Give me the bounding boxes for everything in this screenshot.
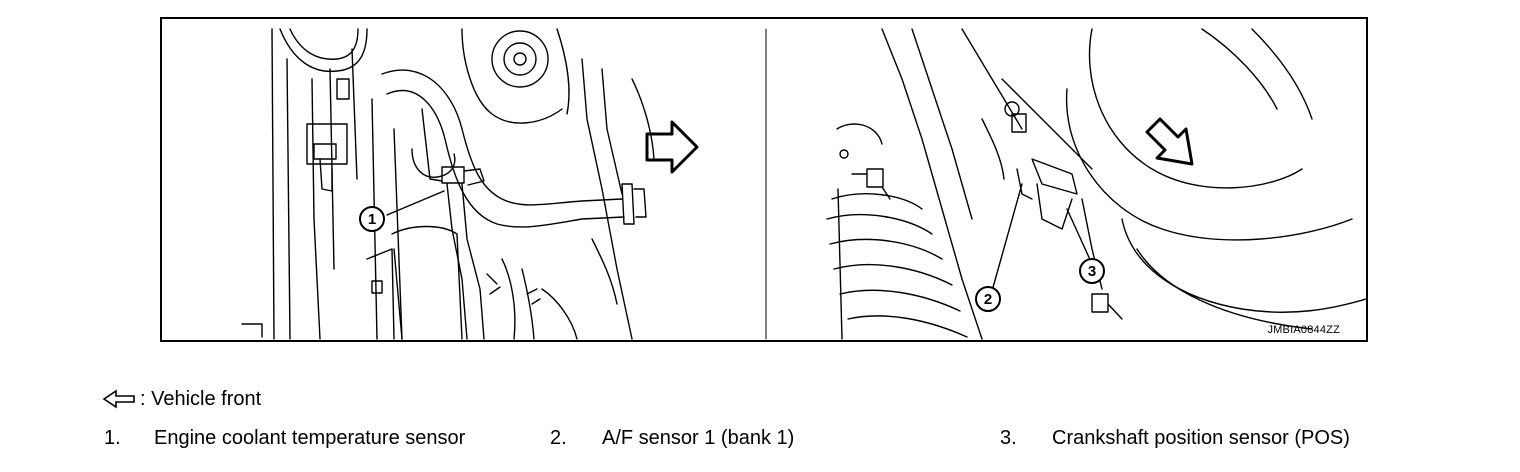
line-drawing: 1 2 3 (241, 28, 1366, 340)
legend-item-2-label: A/F sensor 1 (bank 1) (602, 427, 795, 449)
legend-item-1-number: 1. (104, 427, 121, 449)
callout-2: 2 (984, 291, 992, 308)
legend-item-2-number: 2. (550, 427, 567, 449)
legend-item-3-label: Crankshaft position sensor (POS) (1052, 427, 1350, 449)
figure-code: JMBIA0844ZZ (1267, 324, 1340, 336)
legend-item-1-label: Engine coolant temperature sensor (154, 427, 466, 449)
vehicle-front-legend: : Vehicle front (102, 388, 261, 410)
vehicle-front-label: : Vehicle front (140, 388, 262, 410)
callout-circles: 1 2 3 (359, 206, 1105, 312)
callout-3: 3 (1088, 263, 1096, 280)
callout-1: 1 (368, 211, 376, 228)
hollow-left-arrow-icon (102, 389, 135, 409)
legend-item-3-number: 3. (1000, 427, 1017, 449)
engine-sensor-illustration: 1 2 3 JMBIA0844ZZ (160, 17, 1368, 342)
